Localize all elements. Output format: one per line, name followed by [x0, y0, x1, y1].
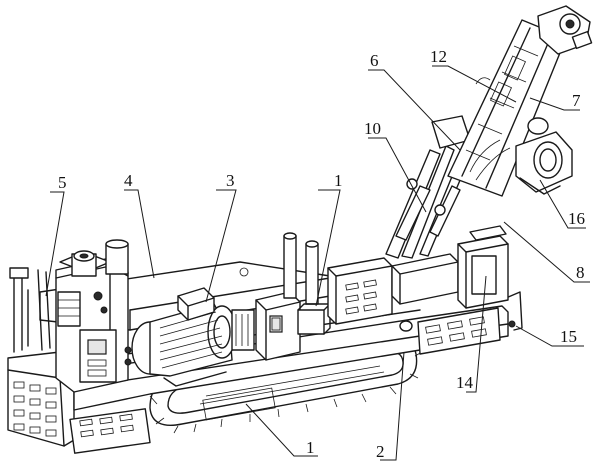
callout-2: 2	[376, 442, 385, 461]
callout-3: 3	[226, 171, 235, 190]
leader-3	[205, 189, 237, 303]
drill-mast	[385, 5, 593, 259]
callout-16: 16	[568, 209, 585, 228]
leader-16	[539, 179, 586, 229]
callout-6: 6	[370, 51, 379, 70]
leader-12	[432, 65, 517, 103]
callout-10: 10	[364, 119, 381, 138]
callout-7: 7	[572, 91, 581, 110]
callout-8: 8	[576, 263, 585, 282]
callout-12: 12	[430, 47, 447, 66]
leader-6	[368, 69, 461, 151]
leader-10	[368, 137, 427, 213]
leader-1a	[315, 189, 341, 307]
leader-7	[529, 97, 580, 111]
callout-4: 4	[124, 171, 133, 190]
leader-14	[466, 275, 487, 393]
callout-1-bottom: 1	[306, 438, 315, 457]
electric-motor	[131, 287, 255, 387]
callout-5: 5	[58, 173, 67, 192]
callout-1-top: 1	[334, 171, 343, 190]
leader-2	[380, 351, 405, 461]
leader-4	[124, 189, 155, 279]
left-control-unit	[9, 239, 132, 393]
callout-15: 15	[560, 327, 577, 346]
leader-8	[503, 221, 590, 283]
callout-14: 14	[456, 373, 474, 392]
callout-numbers: 1 1 2 3 4 5 6 7 8 10 12 14 15 16	[58, 47, 585, 461]
leader-lines	[45, 65, 590, 461]
pump-console	[255, 232, 331, 361]
leader-5	[45, 191, 65, 297]
leader-1b	[245, 403, 318, 457]
leader-15	[515, 325, 584, 347]
right-cabinets	[327, 225, 509, 325]
